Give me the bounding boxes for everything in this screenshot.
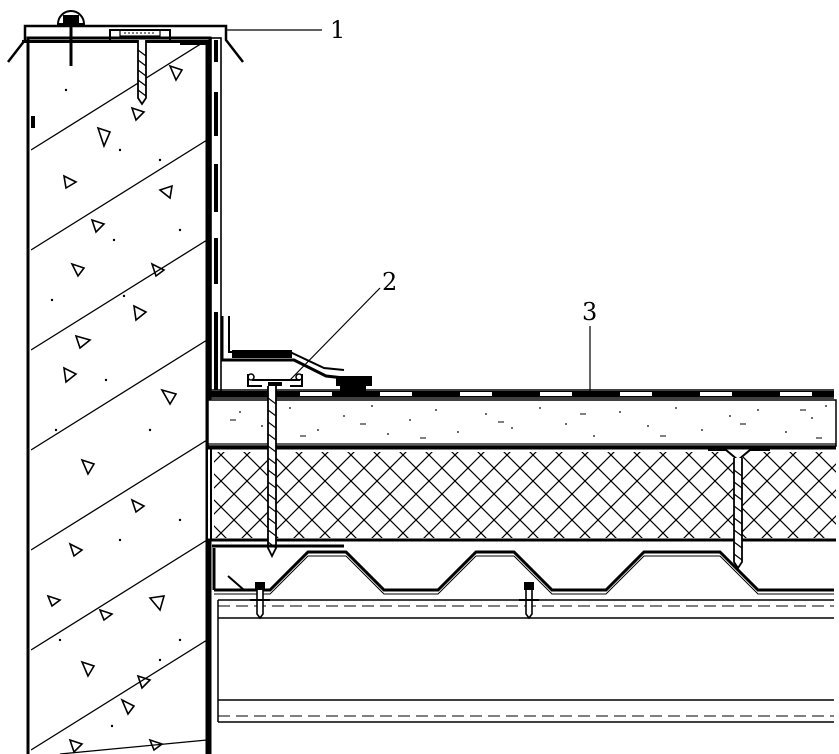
roof-membrane bbox=[210, 389, 834, 399]
membrane-fastening-plate bbox=[247, 373, 303, 387]
deck-fastener-middle bbox=[519, 582, 539, 620]
callout-1: 1 bbox=[226, 16, 345, 44]
metal-coping-cap bbox=[7, 10, 244, 106]
vertical-membrane bbox=[210, 37, 222, 395]
coping-cleat bbox=[109, 29, 171, 106]
aggregate-dots bbox=[50, 88, 182, 728]
aggregate-triangles bbox=[46, 64, 184, 754]
cover-board-layer bbox=[207, 399, 837, 447]
flashing-screw bbox=[267, 386, 277, 559]
deck-fastener-left bbox=[250, 582, 270, 620]
callout-1-label: 1 bbox=[330, 16, 345, 44]
rigid-insulation bbox=[208, 446, 836, 542]
cover-board-speckle bbox=[239, 405, 827, 437]
callout-2-leader bbox=[289, 287, 381, 381]
callout-2-label: 2 bbox=[382, 268, 397, 296]
coping-fastener bbox=[56, 10, 86, 66]
cover-board-dashes bbox=[230, 409, 822, 439]
callout-3: 3 bbox=[582, 298, 597, 392]
support-beam bbox=[217, 599, 834, 723]
concrete-wall bbox=[26, 36, 212, 754]
steel-deck bbox=[212, 544, 834, 595]
wall-hatch-lines bbox=[31, 42, 207, 754]
callout-2: 2 bbox=[289, 268, 397, 381]
wall-mark bbox=[31, 116, 35, 128]
callout-3-label: 3 bbox=[582, 298, 597, 326]
termination-flashing bbox=[220, 316, 372, 394]
